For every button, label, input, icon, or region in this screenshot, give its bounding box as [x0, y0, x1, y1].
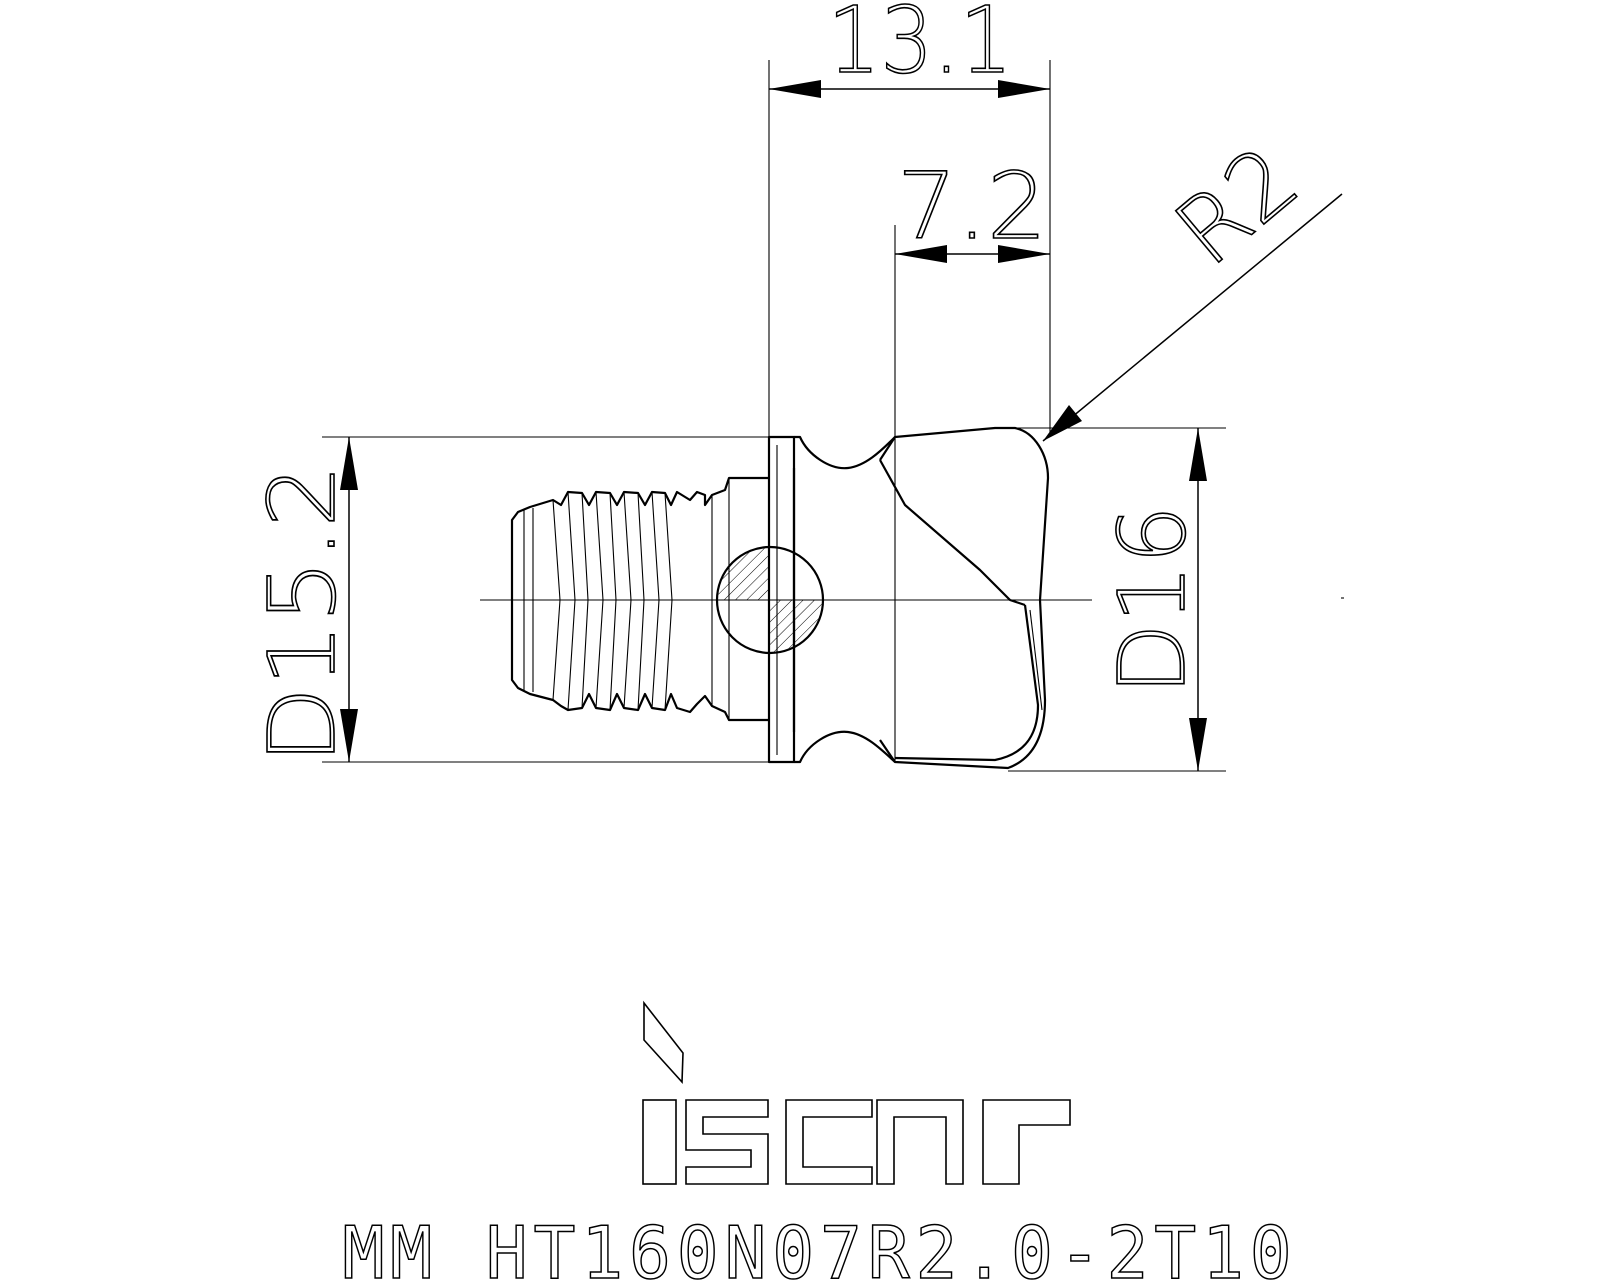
- logo-i-stem: [642, 1099, 677, 1185]
- hatch-upper-left: [718, 548, 770, 600]
- dimension-length-head: 7.2: [894, 152, 1050, 440]
- dimension-label-radius: R2: [1155, 126, 1318, 287]
- logo-i-diamond: [643, 1000, 684, 1085]
- dimension-neck-diameter: D15.2: [248, 436, 769, 765]
- cutting-head: [879, 426, 1050, 770]
- thread-flank-5: [609, 492, 617, 711]
- leader-line: [1042, 193, 1343, 442]
- arrow-top: [340, 437, 358, 490]
- thread-flank-2: [567, 491, 576, 711]
- head-outline: [879, 426, 1050, 770]
- relief-line: [1029, 609, 1043, 711]
- logo-s: [685, 1099, 769, 1185]
- thread-flank-8: [651, 491, 660, 709]
- thread-flank-3: [581, 492, 589, 709]
- thread-flank-1: [552, 499, 561, 701]
- thread-flank-6: [623, 491, 632, 709]
- neck-upper-fillet: [794, 435, 896, 470]
- thread-flank-7: [637, 492, 645, 711]
- flute-edge-upper: [879, 459, 1026, 607]
- leader-arrow: [1043, 405, 1082, 441]
- dimension-length-total: 13.1: [768, 0, 1051, 438]
- iscar-logo: iscar: [642, 1000, 1071, 1185]
- dimension-label-neck-diameter: D15.2: [249, 464, 356, 764]
- product-designation: MM HT160N07R2.0-2T10: [343, 1211, 1298, 1280]
- logo-a: [876, 1099, 964, 1185]
- hatch-lower-right: [770, 600, 822, 652]
- dimension-label-length-head: 7.2: [897, 153, 1047, 260]
- neck-lower-fillet: [794, 730, 896, 764]
- arrow-left: [895, 245, 947, 263]
- dimension-corner-radius: R2: [1042, 125, 1343, 442]
- shank-outline: [510, 476, 769, 722]
- arrow-left: [769, 80, 821, 98]
- arrow-right: [998, 80, 1050, 98]
- cross-section: [715, 545, 825, 655]
- arrow-top: [1189, 428, 1207, 481]
- arrow-bottom: [340, 709, 358, 762]
- logo-c: [785, 1099, 873, 1185]
- logo-r: [982, 1099, 1071, 1185]
- dimension-cut-diameter: D16: [1008, 427, 1226, 772]
- thread-flank-4: [595, 491, 604, 709]
- neck-collar: [767, 435, 896, 764]
- threaded-shank: [510, 476, 769, 722]
- arrow-bottom: [1189, 718, 1207, 771]
- arrow-right: [998, 245, 1050, 263]
- thread-flank-9: [664, 492, 673, 711]
- dimension-label-length-total: 13.1: [828, 0, 1013, 94]
- dimension-label-cut-diameter: D16: [1099, 505, 1206, 695]
- flute-edge-lower: [894, 604, 1040, 762]
